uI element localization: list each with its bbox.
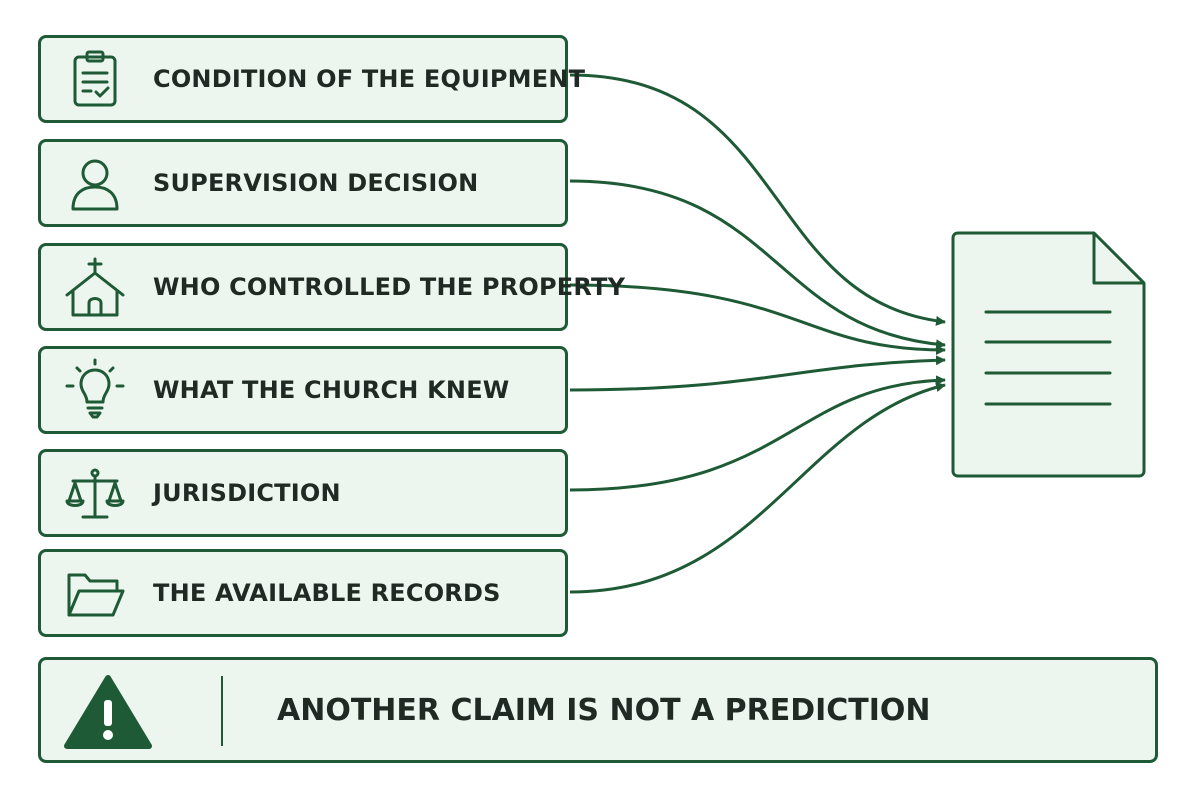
clipboard-check-icon xyxy=(63,47,127,111)
factor-label: JURISDICTION xyxy=(153,479,341,507)
connector-4 xyxy=(569,355,946,392)
factor-label: CONDITION OF THE EQUIPMENT xyxy=(153,65,586,93)
factor-who-controlled-property: WHO CONTROLLED THE PROPERTY xyxy=(38,243,625,331)
connector-2 xyxy=(569,179,946,350)
warning-icon xyxy=(63,674,153,754)
factor-label: WHO CONTROLLED THE PROPERTY xyxy=(153,273,626,301)
factor-available-records: THE AVAILABLE RECORDS xyxy=(38,549,568,637)
factor-condition-of-equipment: CONDITION OF THE EQUIPMENT xyxy=(38,35,585,123)
factor-supervision-decision: SUPERVISION DECISION xyxy=(38,139,568,227)
connector-3 xyxy=(569,283,946,355)
person-icon xyxy=(63,151,127,215)
factor-jurisdiction: JURISDICTION xyxy=(38,449,568,537)
connector-6 xyxy=(569,382,946,594)
warning-banner: ANOTHER CLAIM IS NOT A PREDICTION xyxy=(38,657,1158,763)
scales-icon xyxy=(63,461,127,525)
warning-label: ANOTHER CLAIM IS NOT A PREDICTION xyxy=(277,692,931,728)
factor-label: WHAT THE CHURCH KNEW xyxy=(153,376,510,404)
church-icon xyxy=(63,255,127,319)
lightbulb-icon xyxy=(63,358,127,422)
warning-divider xyxy=(221,676,223,746)
factor-label: SUPERVISION DECISION xyxy=(153,169,479,197)
connector-1 xyxy=(569,73,946,326)
document-icon xyxy=(951,231,1146,478)
folder-icon xyxy=(63,561,127,625)
connector-5 xyxy=(569,375,946,492)
factor-label: THE AVAILABLE RECORDS xyxy=(153,579,501,607)
factor-what-church-knew: WHAT THE CHURCH KNEW xyxy=(38,346,568,434)
